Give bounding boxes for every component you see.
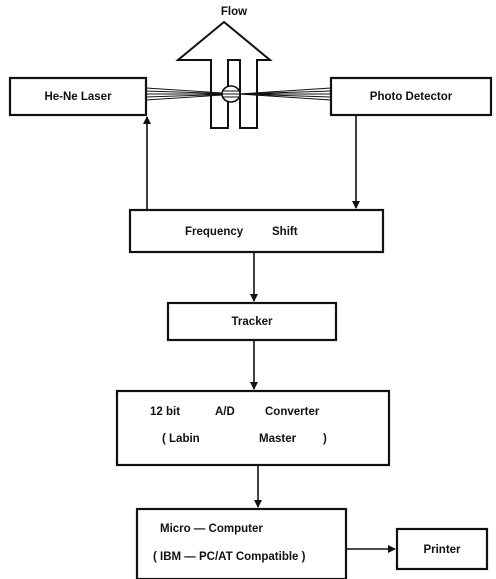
tracker-box: Tracker (166, 301, 338, 342)
converter-bits: 12 bit (150, 406, 180, 418)
flow-label: Flow (221, 6, 247, 18)
master-label: Master (259, 433, 297, 445)
converter-ad: A/D (215, 406, 235, 418)
detector-label: Photo Detector (370, 91, 453, 103)
flow-arrow (175, 20, 273, 129)
tracker-label: Tracker (232, 316, 273, 328)
labin-label: ( Labin (162, 433, 200, 445)
computer-line1: Micro — Computer (160, 523, 263, 535)
converter-word: Converter (265, 406, 320, 418)
computer-line2: ( IBM — PC/AT Compatible ) (153, 551, 306, 563)
close-paren: ) (323, 433, 327, 445)
laser-box: He-Ne Laser (8, 76, 148, 117)
converter-box: 12 bit A/D Converter ( Labin Master ) (115, 389, 391, 467)
shift-label: Shift (272, 226, 298, 238)
detector-box: Photo Detector (329, 76, 493, 117)
laser-label: He-Ne Laser (44, 91, 112, 103)
printer-box: Printer (395, 527, 489, 571)
computer-box: Micro — Computer ( IBM — PC/AT Compatibl… (135, 507, 348, 579)
frequency-shift-box: Frequency Shift (128, 208, 385, 254)
printer-label: Printer (423, 544, 461, 556)
frequency-label: Frequency (185, 226, 244, 238)
measurement-volume (221, 85, 241, 103)
